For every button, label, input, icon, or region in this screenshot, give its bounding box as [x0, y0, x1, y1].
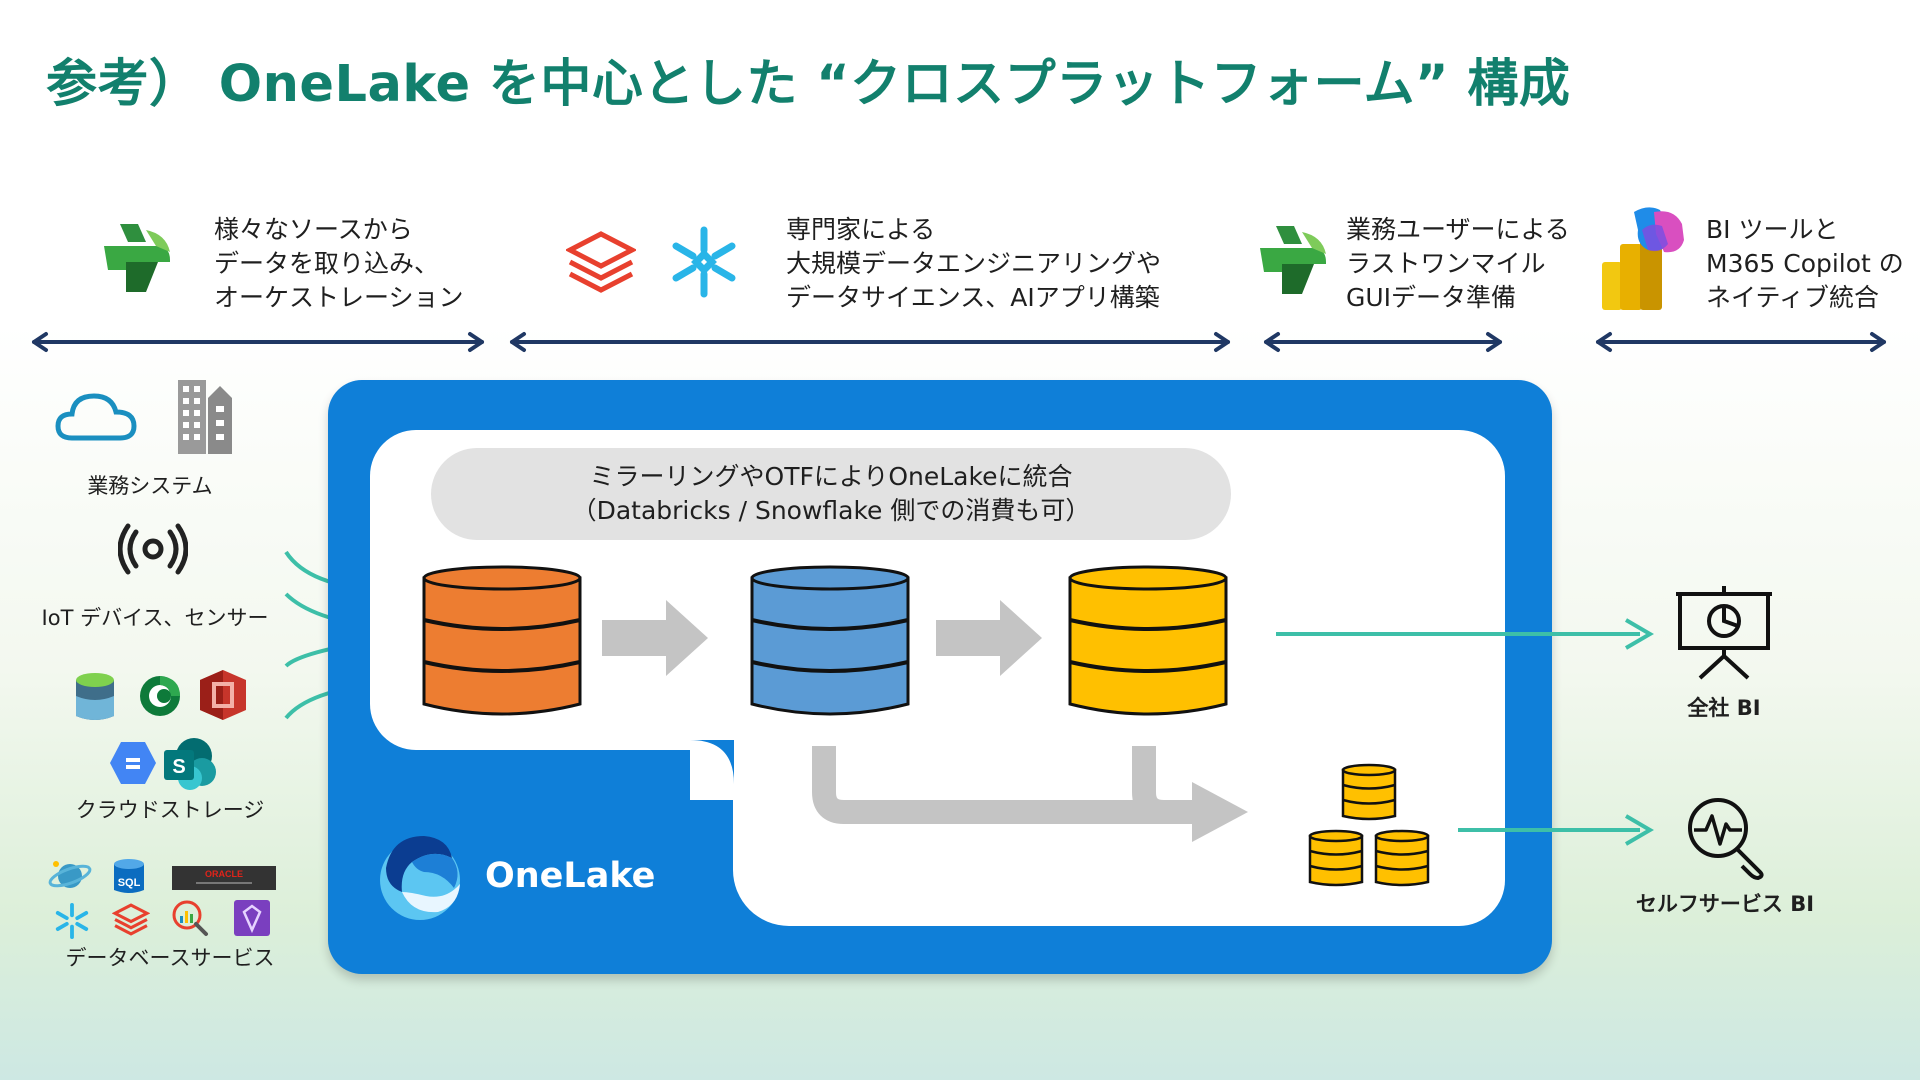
- presentation-chart-icon: [1676, 586, 1772, 680]
- inner-corner: [690, 740, 734, 784]
- cloud-icon: [55, 393, 137, 441]
- self-service-bi-label: セルフサービス BI: [1635, 892, 1815, 916]
- sharepoint-letter: S: [172, 756, 185, 778]
- header-line: ネイティブ統合: [1706, 283, 1880, 312]
- scope-arrow-ingest: [32, 332, 484, 352]
- header-line: ラストワンマイル: [1346, 249, 1546, 278]
- header-line: M365 Copilot の: [1706, 249, 1904, 278]
- scope-arrow-bi: [1596, 332, 1886, 352]
- silver-to-gold-arrow: [936, 600, 1042, 676]
- analytics-search-icon: [172, 900, 208, 936]
- header-text-dataprep: 業務ユーザーによる ラストワンマイル GUIデータ準備: [1346, 213, 1570, 315]
- enterprise-bi-label: 全社 BI: [1687, 696, 1761, 720]
- scope-arrow-dataprep: [1264, 332, 1502, 352]
- onelake-name: OneLake: [485, 856, 656, 896]
- silver-database-icon: [750, 565, 910, 716]
- data-factory-icon: [104, 224, 170, 292]
- snowflake-small-icon: [55, 902, 89, 940]
- powerbi-copilot-icon: [1602, 207, 1684, 310]
- header-line: オーケストレーション: [214, 283, 464, 312]
- area-joint: [690, 740, 750, 800]
- database-services-label: データベースサービス: [65, 946, 275, 970]
- header-line: 専門家による: [786, 215, 936, 244]
- header-line: BI ツールと: [1706, 215, 1839, 244]
- marts-to-self-service-arrow: [1458, 814, 1654, 846]
- gold-to-enterprise-bi-arrow: [1276, 618, 1654, 650]
- header-line: 業務ユーザーによる: [1346, 215, 1570, 244]
- synapse-icon: [234, 900, 270, 936]
- snowflake-icon: [672, 226, 736, 298]
- azure-sql-icon: SQL: [114, 859, 144, 893]
- sharepoint-icon: S: [164, 738, 216, 790]
- analytics-magnifier-icon: [1688, 798, 1764, 880]
- iot-signal-icon: [118, 523, 188, 575]
- oracle-logo: ORACLE: [172, 866, 276, 890]
- header-text-ingest: 様々なソースから データを取り込み、 オーケストレーション: [214, 213, 464, 315]
- building-icon: [178, 380, 232, 454]
- serving-flow-arrow: [812, 746, 1248, 842]
- page-title: 参考） OneLake を中心とした “クロスプラットフォーム” 構成: [46, 55, 1571, 114]
- bronze-to-silver-arrow: [602, 600, 708, 676]
- header-line: 大規模データエンジニアリングや: [786, 249, 1162, 278]
- header-line: データを取り込み、: [214, 249, 440, 278]
- mirroring-note-line1: ミラーリングやOTFによりOneLakeに統合: [589, 462, 1073, 491]
- scope-arrow-engineering: [510, 332, 1230, 352]
- header-line: データサイエンス、AIアプリ構築: [786, 283, 1160, 312]
- dataverse-icon: [140, 676, 180, 716]
- onelake-logo-icon: [380, 836, 460, 920]
- mirroring-note: ミラーリングやOTFによりOneLakeに統合 （Databricks / Sn…: [431, 448, 1231, 540]
- databricks-icon: [566, 231, 636, 293]
- header-line: GUIデータ準備: [1346, 283, 1517, 312]
- sql-text: SQL: [118, 877, 141, 889]
- scope-arrows: [32, 332, 1886, 352]
- databricks-small-icon: [112, 903, 150, 936]
- business-systems-label: 業務システム: [87, 474, 213, 498]
- header-text-engineering: 専門家による 大規模データエンジニアリングや データサイエンス、AIアプリ構築: [786, 213, 1161, 315]
- oracle-text: ORACLE: [205, 869, 243, 879]
- cosmos-db-icon: [48, 861, 92, 888]
- data-lake-storage-icon: [76, 673, 114, 720]
- iot-label: IoT デバイス、センサー: [41, 606, 269, 630]
- bronze-database-icon: [422, 565, 582, 716]
- gold-database-icon: [1068, 565, 1228, 716]
- mirroring-note-line2: （Databricks / Snowflake 側での消費も可）: [571, 496, 1091, 525]
- header-line: 様々なソースから: [214, 215, 413, 244]
- header-text-bi: BI ツールと M365 Copilot の ネイティブ統合: [1706, 213, 1904, 315]
- cloud-storage-label: クラウドストレージ: [75, 798, 265, 822]
- dataflow-icon: [1260, 226, 1326, 294]
- gold-data-marts-icon: [1308, 763, 1430, 887]
- google-cloud-storage-icon: [110, 742, 156, 784]
- aws-s3-icon: [200, 670, 246, 720]
